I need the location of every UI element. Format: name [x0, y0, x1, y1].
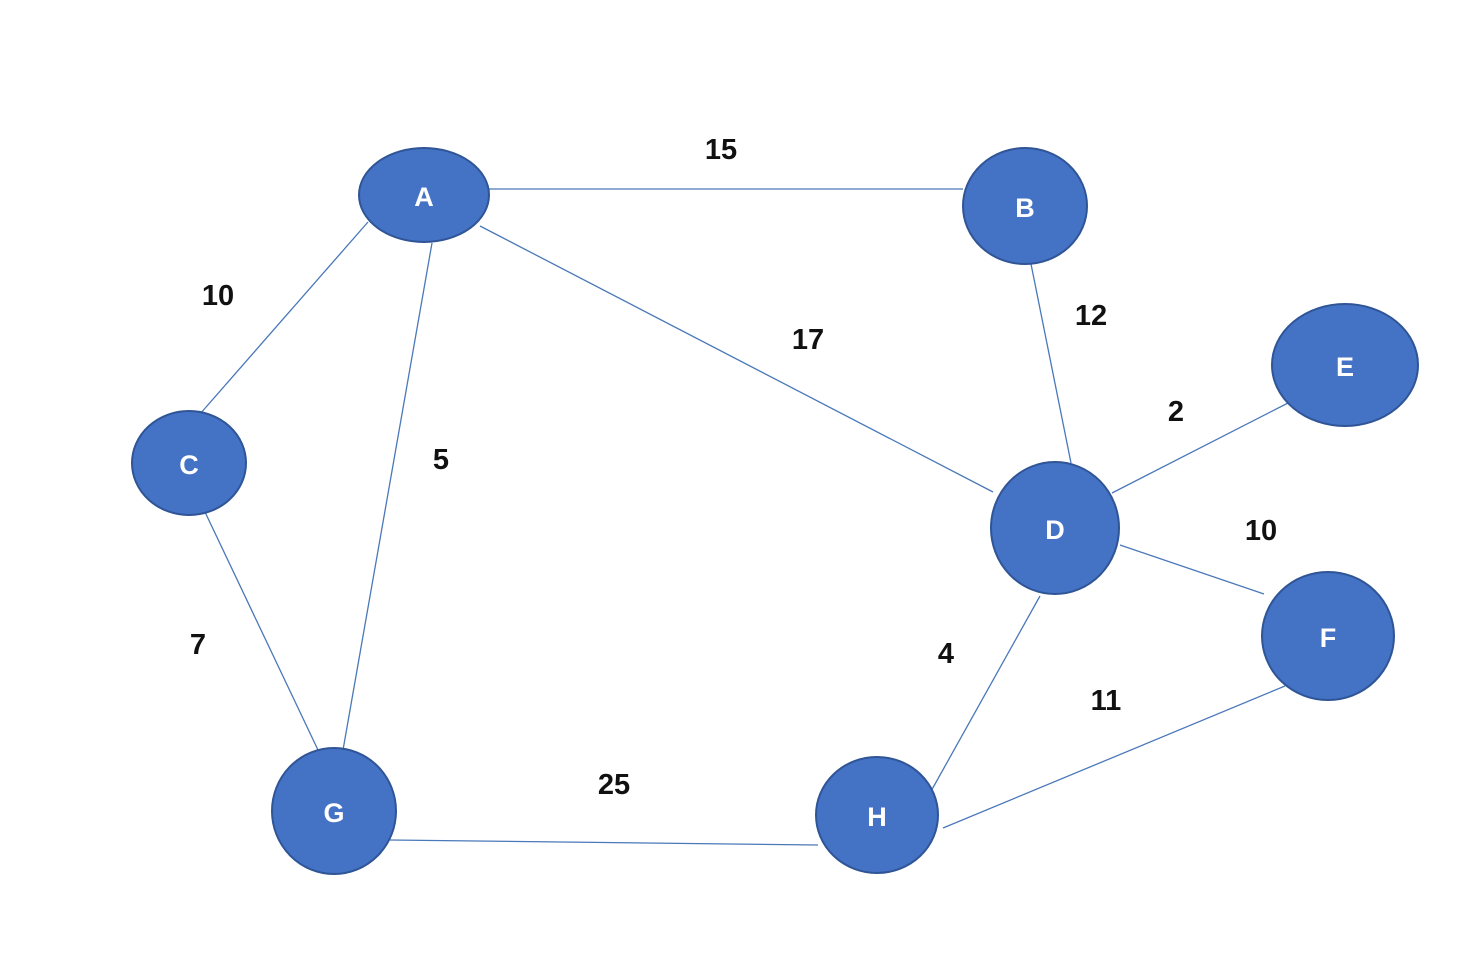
- node-f-label: F: [1320, 623, 1337, 653]
- edge-weight-d-e: 2: [1168, 396, 1184, 428]
- node-d-circle: [990, 461, 1120, 595]
- edge-weight-d-f: 10: [1245, 515, 1277, 547]
- edges-layer: [199, 188, 1289, 846]
- node-a: A: [358, 147, 490, 243]
- edge-d-f: [1119, 544, 1265, 595]
- edge-c-g: [204, 511, 319, 751]
- edge-weight-a-b: 15: [705, 134, 737, 166]
- node-f: F: [1261, 571, 1395, 701]
- edge-weight-a-d: 17: [792, 324, 824, 356]
- nodes-layer: A B C D E F G H: [131, 147, 1419, 875]
- node-e: E: [1271, 303, 1419, 427]
- node-e-circle: [1271, 303, 1419, 427]
- node-e-label: E: [1336, 352, 1354, 382]
- edge-d-e: [1111, 402, 1289, 494]
- edge-weight-a-g: 5: [433, 444, 449, 476]
- edge-weight-g-h: 25: [598, 769, 630, 801]
- edge-a-c: [199, 221, 369, 415]
- node-c-circle: [131, 410, 247, 516]
- edge-h-f: [942, 685, 1286, 829]
- node-a-circle: [358, 147, 490, 243]
- edge-weights-layer: 15 10 5 17 12 7 2 10 4 25 11: [190, 134, 1277, 801]
- edge-a-g: [342, 242, 433, 751]
- edge-weight-h-f: 11: [1091, 685, 1122, 717]
- node-c-label: C: [179, 450, 199, 480]
- node-b-circle: [962, 147, 1088, 265]
- edge-weight-d-h: 4: [938, 638, 954, 670]
- node-b-label: B: [1015, 193, 1035, 223]
- edge-d-h: [929, 595, 1041, 794]
- edge-g-h: [389, 839, 819, 846]
- edge-weight-c-g: 7: [190, 629, 206, 661]
- edge-weight-a-c: 10: [202, 280, 234, 312]
- node-d-label: D: [1045, 515, 1065, 545]
- node-f-circle: [1261, 571, 1395, 701]
- node-h-circle: [815, 756, 939, 874]
- node-h: H: [815, 756, 939, 874]
- node-a-label: A: [414, 182, 434, 212]
- node-g-circle: [271, 747, 397, 875]
- node-g: G: [271, 747, 397, 875]
- node-d: D: [990, 461, 1120, 595]
- edge-weight-b-d: 12: [1075, 300, 1107, 332]
- node-b: B: [962, 147, 1088, 265]
- node-h-label: H: [867, 802, 887, 832]
- edge-a-d: [479, 225, 994, 493]
- edge-b-d: [1030, 263, 1072, 464]
- node-c: C: [131, 410, 247, 516]
- node-g-label: G: [323, 798, 344, 828]
